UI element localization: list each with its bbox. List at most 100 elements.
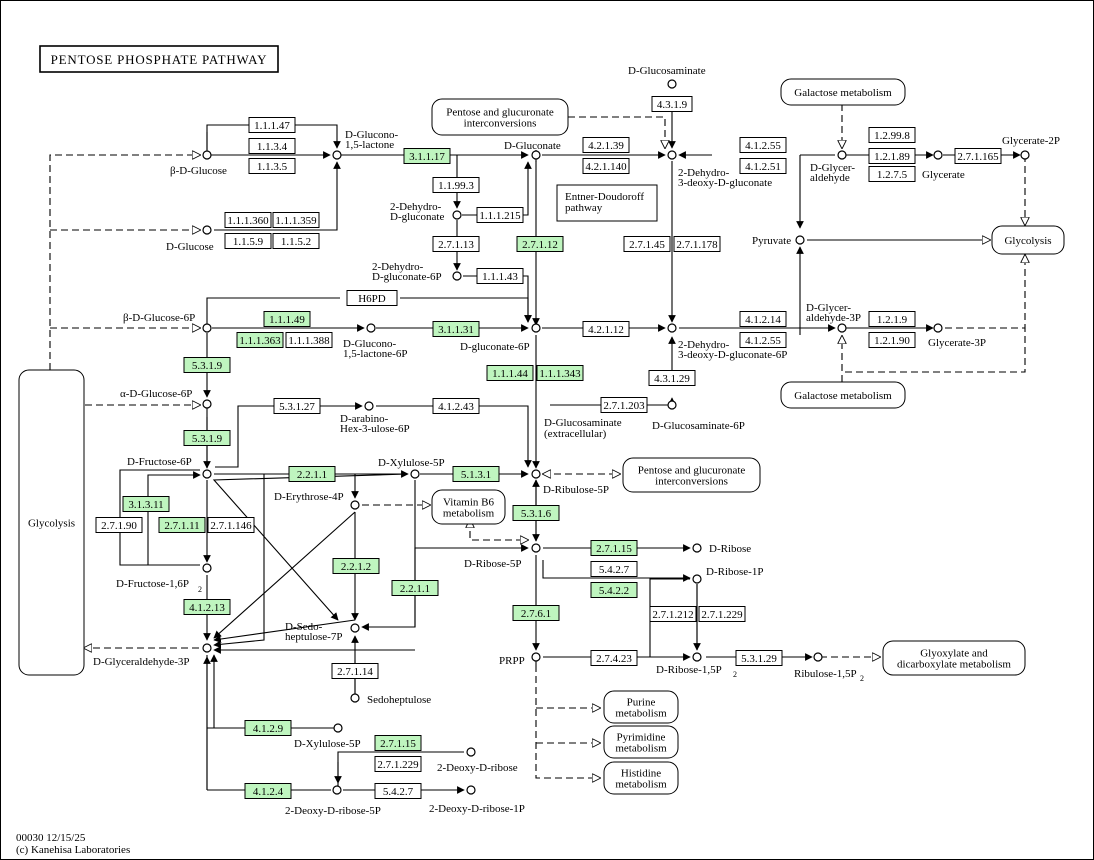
enzyme-2-2-1-2[interactable]: 2.2.1.2 (332, 558, 380, 574)
enzyme-2-7-1-45[interactable]: 2.7.1.45 (623, 236, 671, 252)
enzyme-1-1-1-360[interactable]: 1.1.1.360 (224, 212, 272, 228)
compound-glycerate-2p[interactable] (1020, 150, 1030, 160)
enzyme-5-3-1-9[interactable]: 5.3.1.9 (183, 357, 231, 373)
compound-d-glucono-lactone-6p[interactable] (366, 323, 376, 333)
compound-2-dehydro-d-gluconate[interactable] (452, 210, 462, 220)
enzyme-2-7-1-165[interactable]: 2.7.1.165 (954, 148, 1002, 164)
enzyme-1-1-5-9[interactable]: 1.1.5.9 (224, 233, 272, 249)
enzyme-1-2-99-8[interactable]: 1.2.99.8 (868, 127, 916, 143)
enzyme-2-7-1-203[interactable]: 2.7.1.203 (600, 397, 648, 413)
compound-prpp[interactable] (531, 652, 541, 662)
compound-d-glyceraldehyde[interactable] (837, 150, 847, 160)
enzyme-4-3-1-9[interactable]: 4.3.1.9 (651, 96, 693, 112)
enzyme-2-7-1-14[interactable]: 2.7.1.14 (331, 663, 379, 679)
enzyme-2-7-1-229[interactable]: 2.7.1.229 (698, 606, 746, 622)
compound-d-xylulose-5p[interactable] (410, 469, 420, 479)
compound-glycerate-3p[interactable] (933, 323, 943, 333)
enzyme-2-7-1-15[interactable]: 2.7.1.15 (374, 735, 422, 751)
enzyme-2-2-1-1[interactable]: 2.2.1.1 (288, 466, 336, 482)
enzyme-3-1-1-31[interactable]: 3.1.1.31 (432, 321, 480, 337)
compound-d-xylulose-5p-bottom[interactable] (333, 723, 343, 733)
enzyme-1-1-3-5[interactable]: 1.1.3.5 (248, 158, 296, 174)
enzyme-4-1-2-55[interactable]: 4.1.2.55 (739, 137, 787, 153)
enzyme-4-1-2-4[interactable]: 4.1.2.4 (244, 783, 292, 799)
compound-d-glucosaminate[interactable] (667, 79, 677, 89)
enzyme-2-7-1-146[interactable]: 2.7.1.146 (207, 517, 255, 533)
enzyme-2-7-1-11[interactable]: 2.7.1.11 (158, 517, 206, 533)
compound-a-d-glucose-6p[interactable] (202, 399, 212, 409)
pathway-galactose-top[interactable]: Galactose metabolism (780, 78, 906, 106)
compound-glycerate[interactable] (933, 150, 943, 160)
enzyme-2-7-1-178[interactable]: 2.7.1.178 (673, 236, 721, 252)
enzyme-4-1-2-51[interactable]: 4.1.2.51 (739, 158, 787, 174)
pathway-glycolysis-left[interactable]: Glycolysis (18, 369, 85, 676)
compound-2-deoxy-d-ribose[interactable] (466, 747, 476, 757)
pathway-galactose-bottom[interactable]: Galactose metabolism (780, 381, 906, 409)
enzyme-2-7-1-212[interactable]: 2.7.1.212 (649, 606, 697, 622)
enzyme-3-1-1-17[interactable]: 3.1.1.17 (403, 148, 451, 164)
enzyme-4-1-2-13[interactable]: 4.1.2.13 (183, 599, 231, 615)
enzyme-1-2-7-5[interactable]: 1.2.7.5 (868, 166, 916, 182)
enzyme-1-2-1-90[interactable]: 1.2.1.90 (868, 332, 916, 348)
compound-d-gluconate-6p[interactable] (531, 323, 541, 333)
enzyme-2-7-6-1[interactable]: 2.7.6.1 (512, 605, 560, 621)
enzyme-1-1-1-343[interactable]: 1.1.1.343 (536, 365, 584, 381)
enzyme-1-1-1-47[interactable]: 1.1.1.47 (248, 117, 296, 133)
enzyme-2-7-1-90[interactable]: 2.7.1.90 (95, 517, 143, 533)
enzyme-1-2-1-89[interactable]: 1.2.1.89 (868, 148, 916, 164)
enzyme-1-1-1-388[interactable]: 1.1.1.388 (285, 332, 333, 348)
enzyme-1-1-1-363[interactable]: 1.1.1.363 (236, 332, 284, 348)
compound-kdpg[interactable] (667, 323, 677, 333)
compound-d-glyceraldehyde-3p-right[interactable] (837, 323, 847, 333)
enzyme-1-1-1-359[interactable]: 1.1.1.359 (272, 212, 320, 228)
enzyme-2-7-1-12[interactable]: 2.7.1.12 (516, 236, 564, 252)
enzyme-5-1-3-1[interactable]: 5.1.3.1 (452, 466, 500, 482)
compound-ribulose-1-5p2[interactable] (813, 652, 823, 662)
enzyme-2-7-4-23[interactable]: 2.7.4.23 (590, 650, 638, 666)
enzyme-4-2-1-12[interactable]: 4.2.1.12 (582, 321, 630, 337)
enzyme-4-2-1-140[interactable]: 4.2.1.140 (582, 158, 630, 174)
enzyme-3-1-3-11[interactable]: 3.1.3.11 (122, 496, 170, 512)
enzyme-5-4-2-7[interactable]: 5.4.2.7 (590, 561, 638, 577)
enzyme-5-3-1-9[interactable]: 5.3.1.9 (183, 430, 231, 446)
enzyme-1-1-1-215[interactable]: 1.1.1.215 (476, 207, 524, 223)
compound-d-sedoheptulose-7p[interactable] (350, 623, 360, 633)
compound-d-ribose-5p[interactable] (531, 543, 541, 553)
compound-2-dehydro-d-gluconate-6p[interactable] (452, 271, 462, 281)
enzyme-1-1-1-43[interactable]: 1.1.1.43 (476, 268, 524, 284)
compound-d-glucosaminate-6p[interactable] (667, 400, 677, 410)
compound-d-ribulose-5p[interactable] (531, 469, 541, 479)
enzyme-1-1-1-44[interactable]: 1.1.1.44 (486, 365, 534, 381)
compound-b-d-glucose-6p[interactable] (202, 323, 212, 333)
enzyme-5-3-1-29[interactable]: 5.3.1.29 (735, 650, 783, 666)
compound-d-ribose-1p[interactable] (692, 574, 702, 584)
enzyme-5-4-2-2[interactable]: 5.4.2.2 (590, 582, 638, 598)
compound-d-ribose-1-5p2[interactable] (692, 652, 702, 662)
enzyme-4-2-1-39[interactable]: 4.2.1.39 (582, 137, 630, 153)
enzyme-2-2-1-1[interactable]: 2.2.1.1 (391, 580, 439, 596)
compound-sedoheptulose[interactable] (350, 693, 360, 703)
enzyme-2-7-1-229[interactable]: 2.7.1.229 (374, 756, 422, 772)
compound-2-deoxy-d-ribose-1p[interactable] (466, 785, 476, 795)
enzyme-4-1-2-55[interactable]: 4.1.2.55 (739, 332, 787, 348)
compound-2-deoxy-d-ribose-5p[interactable] (332, 785, 342, 795)
compound-d-glucose[interactable] (202, 225, 212, 235)
compound-d-erythrose-4p[interactable] (350, 500, 360, 510)
enzyme-1-1-3-4[interactable]: 1.1.3.4 (248, 138, 296, 154)
enzyme-4-1-2-9[interactable]: 4.1.2.9 (244, 720, 292, 736)
enzyme-1-1-1-49[interactable]: 1.1.1.49 (263, 311, 311, 327)
compound-d-fructose-6p[interactable] (202, 469, 212, 479)
enzyme-1-1-99-3[interactable]: 1.1.99.3 (432, 177, 480, 193)
compound-d-fructose-1-6p2[interactable] (202, 563, 212, 573)
compound-d-glyceraldehyde-3p[interactable] (202, 643, 212, 653)
enzyme-4-1-2-43[interactable]: 4.1.2.43 (432, 398, 480, 414)
enzyme-5-3-1-6[interactable]: 5.3.1.6 (512, 505, 560, 521)
compound-d-gluconate[interactable] (531, 150, 541, 160)
enzyme-1-2-1-9[interactable]: 1.2.1.9 (868, 311, 916, 327)
